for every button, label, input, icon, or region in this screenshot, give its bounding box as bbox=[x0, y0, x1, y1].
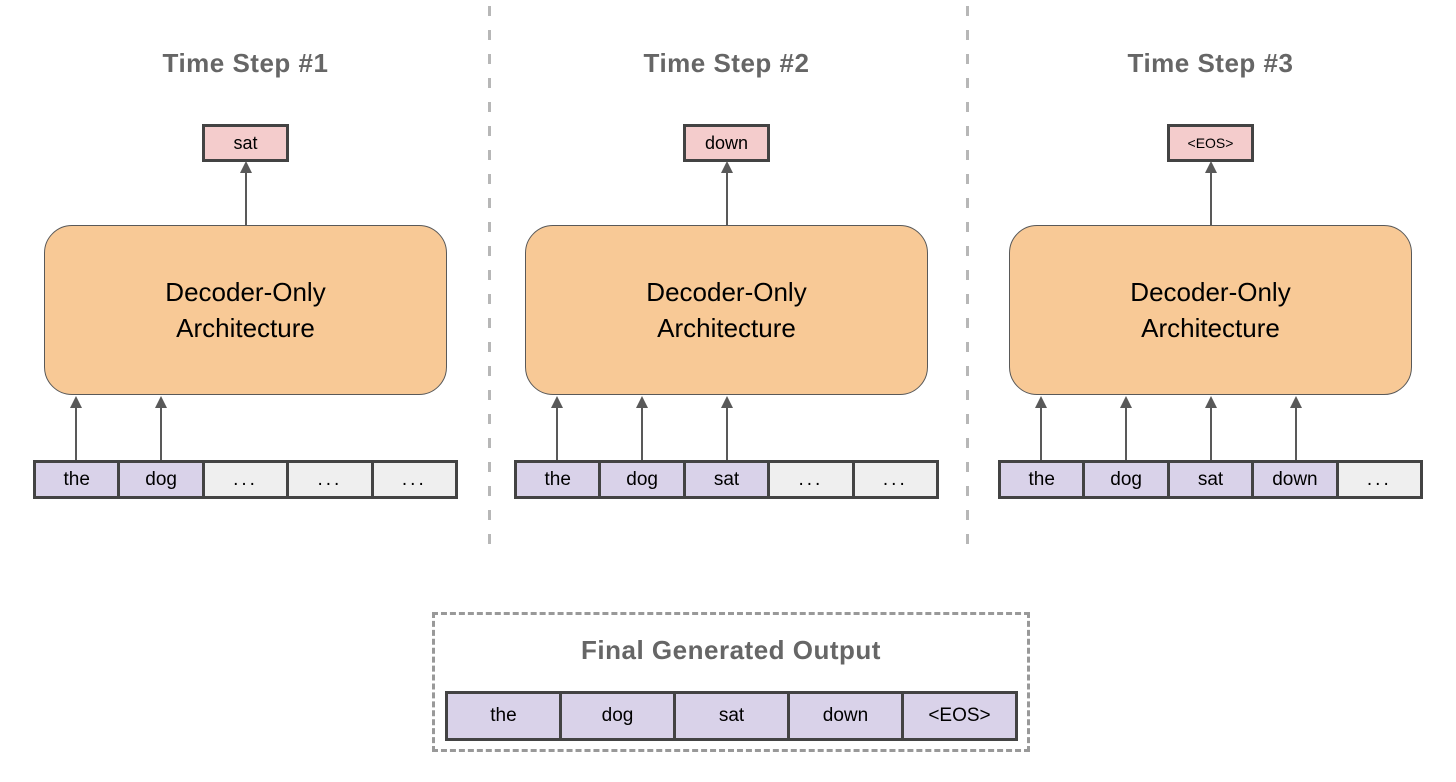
arrow-head-icon bbox=[1204, 396, 1217, 408]
token-cell: ... bbox=[767, 463, 852, 496]
token-cell: ... bbox=[1335, 463, 1421, 496]
arrow-head-icon bbox=[720, 161, 733, 173]
arrow-line bbox=[640, 408, 643, 461]
arrow-line bbox=[1209, 173, 1212, 226]
token-cell: the bbox=[517, 463, 599, 496]
token-cell: sat bbox=[682, 463, 768, 496]
token-cell: the bbox=[1001, 463, 1083, 496]
output-arrow bbox=[239, 161, 252, 226]
arrow-head-icon bbox=[69, 396, 82, 408]
input-arrow bbox=[154, 396, 167, 461]
token-cell: sat bbox=[673, 694, 787, 738]
input-arrow bbox=[550, 396, 563, 461]
token-cell: <EOS> bbox=[901, 694, 1015, 738]
final-output-title: Final Generated Output bbox=[581, 635, 881, 665]
arrow-head-icon bbox=[1204, 161, 1217, 173]
token-cell: down bbox=[787, 694, 901, 738]
decoder-label-line1: Decoder-Only bbox=[646, 277, 807, 307]
time-step-panel-2: Time Step #2 down Decoder-Only Architect… bbox=[514, 0, 939, 560]
decoder-label-line2: Architecture bbox=[1141, 313, 1280, 343]
arrow-line bbox=[159, 408, 162, 461]
arrow-line bbox=[1039, 408, 1042, 461]
arrow-head-icon bbox=[635, 396, 648, 408]
panel-title: Time Step #1 bbox=[162, 48, 329, 78]
output-token-box: down bbox=[683, 124, 770, 162]
arrow-head-icon bbox=[720, 396, 733, 408]
arrow-line bbox=[1209, 408, 1212, 461]
decoder-label-line1: Decoder-Only bbox=[1130, 277, 1291, 307]
decoder-box: Decoder-Only Architecture bbox=[525, 225, 928, 395]
arrow-line bbox=[725, 173, 728, 226]
input-token-row: the dog sat ... ... bbox=[514, 460, 939, 499]
input-token-row: the dog sat down ... bbox=[998, 460, 1423, 499]
token-cell: dog bbox=[117, 463, 202, 496]
final-output-box: Final Generated Output the dog sat down … bbox=[432, 612, 1030, 752]
token-cell: dog bbox=[1082, 463, 1167, 496]
time-step-panel-3: Time Step #3 <EOS> Decoder-Only Architec… bbox=[998, 0, 1423, 560]
output-token-box: <EOS> bbox=[1167, 124, 1254, 162]
token-cell: dog bbox=[559, 694, 673, 738]
arrow-head-icon bbox=[154, 396, 167, 408]
final-output-token-row: the dog sat down <EOS> bbox=[445, 691, 1018, 741]
input-arrow bbox=[1204, 396, 1217, 461]
decoder-label-line2: Architecture bbox=[176, 313, 315, 343]
arrow-head-icon bbox=[1289, 396, 1302, 408]
decoder-box: Decoder-Only Architecture bbox=[44, 225, 447, 395]
token-cell: the bbox=[36, 463, 118, 496]
token-cell: the bbox=[448, 694, 559, 738]
arrow-line bbox=[1124, 408, 1127, 461]
input-arrow bbox=[635, 396, 648, 461]
arrow-head-icon bbox=[239, 161, 252, 173]
panel-title: Time Step #3 bbox=[1127, 48, 1294, 78]
token-cell: ... bbox=[201, 463, 287, 496]
input-arrow bbox=[1034, 396, 1047, 461]
input-arrow bbox=[720, 396, 733, 461]
token-cell: sat bbox=[1166, 463, 1252, 496]
token-cell: down bbox=[1251, 463, 1336, 496]
arrow-head-icon bbox=[1119, 396, 1132, 408]
decoder-label-line2: Architecture bbox=[657, 313, 796, 343]
arrow-head-icon bbox=[1034, 396, 1047, 408]
arrow-line bbox=[74, 408, 77, 461]
input-arrow bbox=[1289, 396, 1302, 461]
output-arrow bbox=[1204, 161, 1217, 226]
output-token-box: sat bbox=[202, 124, 289, 162]
token-cell: ... bbox=[286, 463, 371, 496]
input-token-row: the dog ... ... ... bbox=[33, 460, 458, 499]
token-cell: ... bbox=[851, 463, 937, 496]
panel-separator bbox=[488, 6, 491, 552]
panel-separator bbox=[966, 6, 969, 552]
input-arrow bbox=[1119, 396, 1132, 461]
arrow-line bbox=[1294, 408, 1297, 461]
arrow-line bbox=[555, 408, 558, 461]
token-cell: ... bbox=[370, 463, 456, 496]
token-cell: dog bbox=[598, 463, 683, 496]
decoder-box: Decoder-Only Architecture bbox=[1009, 225, 1412, 395]
input-arrow bbox=[69, 396, 82, 461]
output-arrow bbox=[720, 161, 733, 226]
arrow-line bbox=[244, 173, 247, 226]
arrow-head-icon bbox=[550, 396, 563, 408]
panel-title: Time Step #2 bbox=[643, 48, 810, 78]
time-step-panel-1: Time Step #1 sat Decoder-Only Architectu… bbox=[33, 0, 458, 560]
decoder-label-line1: Decoder-Only bbox=[165, 277, 326, 307]
arrow-line bbox=[725, 408, 728, 461]
